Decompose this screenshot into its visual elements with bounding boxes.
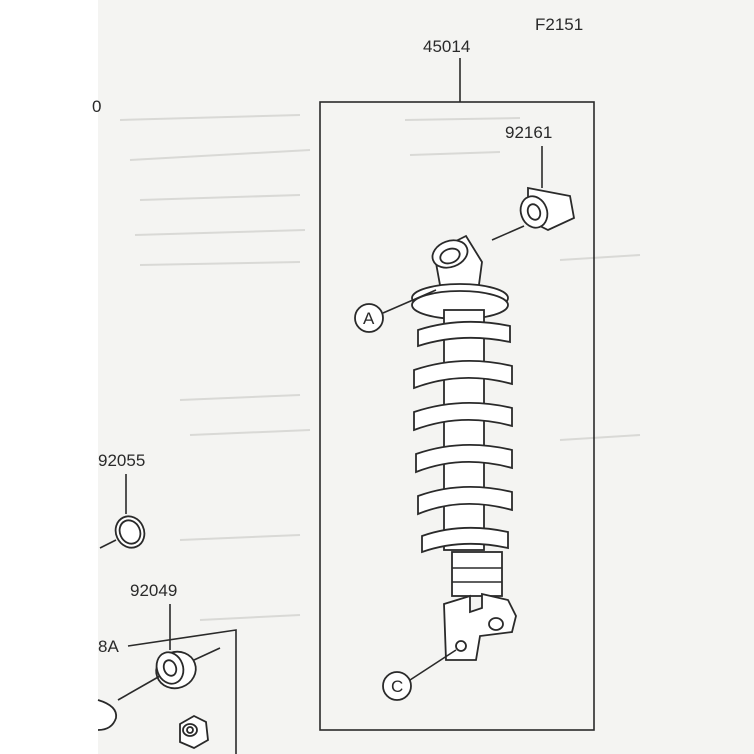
callout-c[interactable]: C	[382, 649, 457, 701]
upper-bushing-part: 92161	[491, 123, 576, 241]
shock-assembly-part-number: 45014	[423, 37, 470, 56]
nut-part	[179, 714, 209, 750]
assembly-bracket	[319, 58, 595, 731]
spring-coil	[413, 320, 513, 554]
partial-part-label: 8A	[98, 637, 119, 656]
upper-bushing-part-number: 92161	[505, 123, 552, 142]
cut-off-part-label: 0	[92, 97, 101, 116]
partial-sub-assembly: 8A	[98, 629, 237, 754]
o-ring-part: 92055	[98, 451, 145, 549]
o-ring-part-number: 92055	[98, 451, 145, 470]
shock-absorber	[411, 234, 517, 661]
callout-c-label: C	[391, 677, 403, 696]
collar-part-number: 92049	[130, 581, 177, 600]
collar-part: 92049	[97, 581, 221, 731]
callout-a[interactable]: A	[354, 289, 437, 333]
figure-code-label: F2151	[535, 15, 583, 34]
bleed-through-background	[119, 114, 641, 621]
callout-a-label: A	[363, 309, 375, 328]
